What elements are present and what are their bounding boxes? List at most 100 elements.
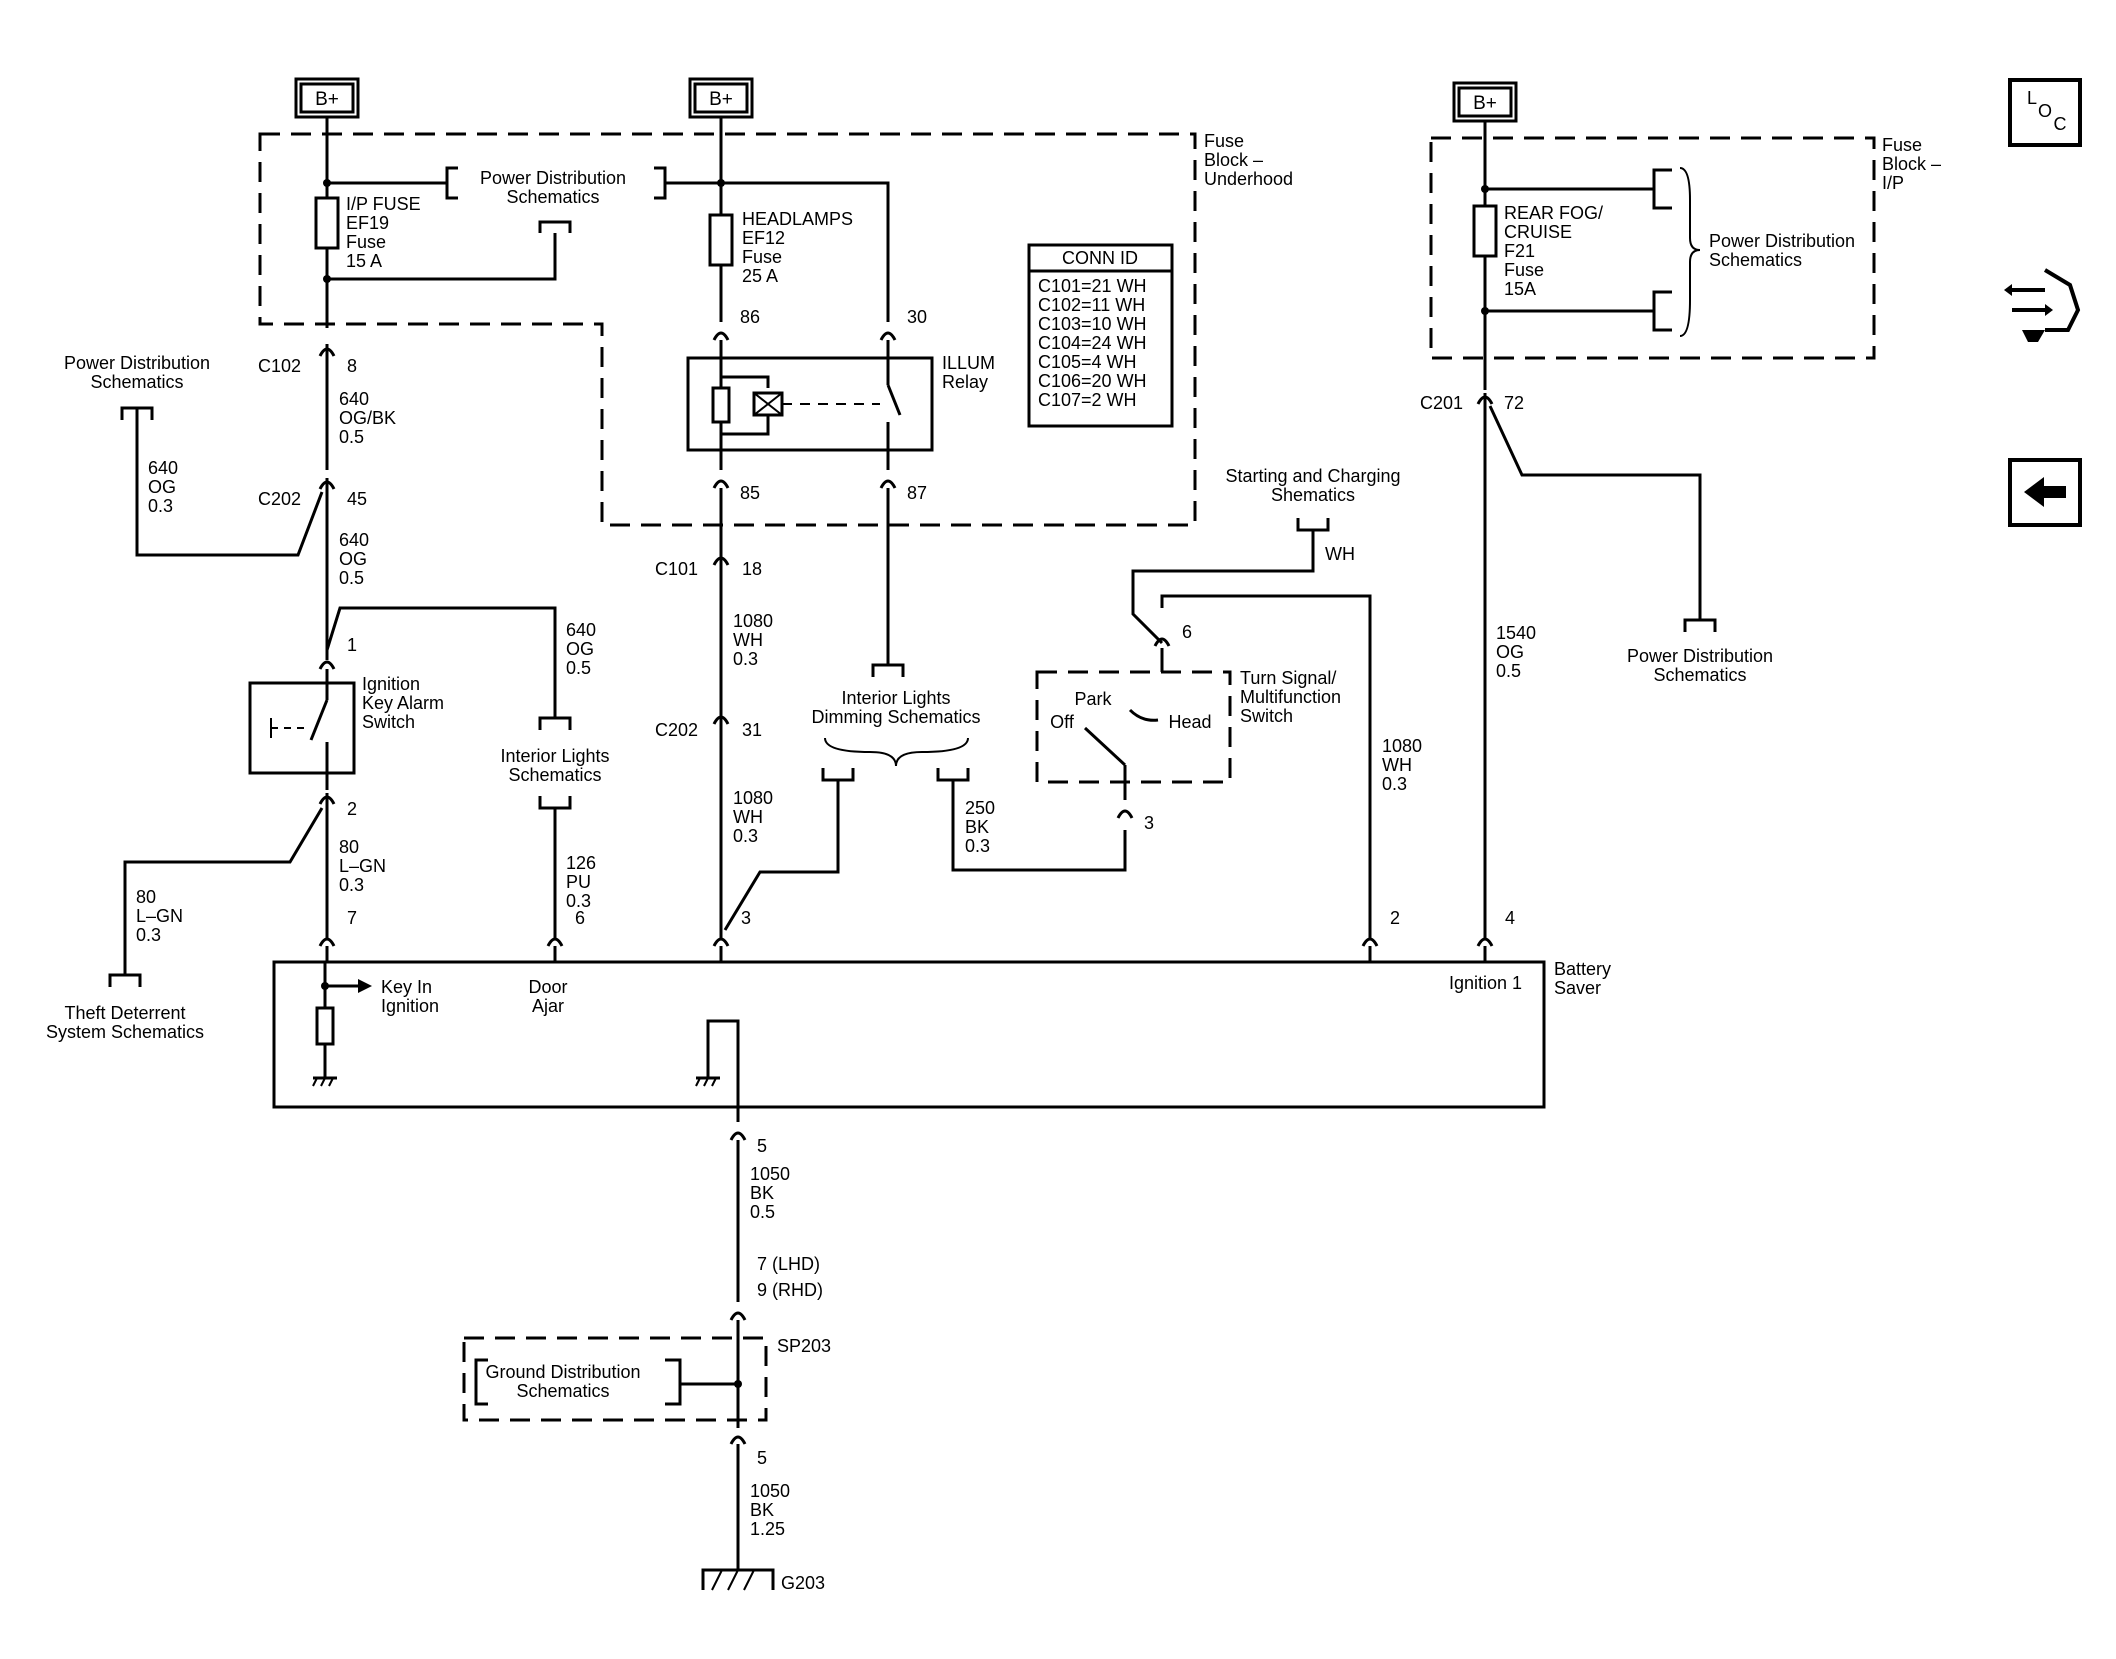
connector-tab: [821, 768, 855, 782]
connector-tab: [538, 220, 572, 233]
fuse-ef19-label-1: I/P FUSE: [346, 194, 421, 214]
wire-label: 80: [136, 887, 156, 907]
key-alarm-label-2: Key Alarm: [362, 693, 444, 713]
wire-label: OG: [1496, 642, 1524, 662]
wire-label: 640: [339, 389, 369, 409]
turn-signal-switch: [1035, 670, 1232, 784]
connector-tab: [936, 768, 970, 782]
pin-label: 7 (LHD): [757, 1254, 820, 1274]
wire-label: 0.5: [339, 427, 364, 447]
door-ajar-label-1: Door: [528, 977, 567, 997]
connector-view-button[interactable]: [2004, 268, 2081, 342]
pin-label: 4: [1505, 908, 1515, 928]
fuse-block-ip-label-2: Block –: [1882, 154, 1941, 174]
pin-label: 2: [1390, 908, 1400, 928]
wire-label: 1050: [750, 1481, 790, 1501]
power-distribution-ip-label-1: Power Distribution: [1709, 231, 1855, 251]
wire-640-og-interior: [325, 606, 557, 718]
turn-signal-label-2: Multifunction: [1240, 687, 1341, 707]
ignition1-label: Ignition 1: [1449, 973, 1522, 993]
terminal-bs-3: [712, 937, 730, 948]
pin-label: 87: [907, 483, 927, 503]
connector-plug-icon: [2004, 268, 2081, 342]
turn-signal-contact: [1128, 708, 1159, 722]
bplus-label: B+: [315, 89, 339, 110]
pin-label: 2: [347, 799, 357, 819]
pin-label: 3: [1144, 813, 1154, 833]
loc-letter: C: [2054, 114, 2067, 134]
connector-c102-label: C102: [258, 356, 301, 376]
wire-label: 0.3: [136, 925, 161, 945]
fuse-ef19-symbol: [314, 196, 340, 250]
wire-label: BK: [750, 1500, 774, 1520]
arrow-right-icon: [358, 979, 372, 993]
pin-label: 5: [757, 1448, 767, 1468]
back-button[interactable]: [2008, 458, 2082, 527]
key-in-resistor: [315, 1006, 335, 1046]
conn-id-row: C104=24 WH: [1038, 333, 1147, 353]
fuse-block-underhood-label-1: Fuse: [1204, 131, 1244, 151]
battery-saver-label-2: Saver: [1554, 978, 1601, 998]
connector-tab: [1652, 168, 1672, 210]
terminal-key-alarm-1: [318, 660, 336, 671]
relay-coil-cross: [753, 392, 783, 416]
connector-tab: [1296, 518, 1330, 532]
fuse-ef19-label-4: 15 A: [346, 251, 382, 271]
wire-label: WH: [733, 630, 763, 650]
battery-saver-module: [272, 960, 1546, 1109]
key-in-label-1: Key In: [381, 977, 432, 997]
terminal-turn-signal-3: [1116, 809, 1134, 820]
power-distribution-label-1: Power Distribution: [480, 168, 626, 188]
loc-button[interactable]: L O C: [2008, 78, 2082, 147]
pin-label: 30: [907, 307, 927, 327]
wire-label: 1080: [733, 788, 773, 808]
wire-wh-starting: [1131, 530, 1315, 645]
wire-to-power-distribution-right: [1488, 405, 1702, 620]
fuse-ef19-label-2: EF19: [346, 213, 389, 233]
wire-label: 0.5: [566, 658, 591, 678]
connector-c201-label: C201: [1420, 393, 1463, 413]
fuse-ef12-symbol: [708, 213, 734, 267]
interior-dimming-label-1: Interior Lights: [841, 688, 950, 708]
conn-id-row: C102=11 WH: [1038, 295, 1145, 315]
wire-label: 1.25: [750, 1519, 785, 1539]
terminal-bs-5: [729, 1131, 747, 1142]
brace: [1679, 167, 1701, 337]
switch-blade: [309, 699, 329, 741]
wire-label: 0.3: [339, 875, 364, 895]
wire-80-lgn-theft: [123, 807, 324, 975]
relay-resistor: [711, 386, 731, 424]
key-in-label-2: Ignition: [381, 996, 439, 1016]
ground-distribution-label-2: Schematics: [516, 1381, 609, 1401]
turn-signal-head: Head: [1168, 712, 1211, 732]
pin-label: 72: [1504, 393, 1524, 413]
loc-letter: O: [2038, 101, 2052, 121]
pin-label: 5: [757, 1136, 767, 1156]
pin-label: 6: [1182, 622, 1192, 642]
connector-tab: [871, 663, 905, 677]
wire-label: L–GN: [136, 906, 183, 926]
wire-label: 0.3: [733, 826, 758, 846]
pin-label: 7: [347, 908, 357, 928]
illum-relay: [686, 356, 934, 452]
wire-label: BK: [965, 817, 989, 837]
wire-250-bk: [951, 780, 1127, 872]
pin-label: 86: [740, 307, 760, 327]
wire-640-og-03: [135, 408, 324, 557]
conn-id-title: CONN ID: [1062, 248, 1138, 268]
wire-label: 1080: [1382, 736, 1422, 756]
connector-tab: [1652, 290, 1672, 332]
turn-signal-park: Park: [1074, 689, 1112, 709]
wire-relay-30-feed: [721, 181, 890, 322]
pin-label: 18: [742, 559, 762, 579]
wire-label: 640: [566, 620, 596, 640]
fuse-block-underhood-label-2: Block –: [1204, 150, 1263, 170]
relay-coil-lead: [719, 358, 770, 388]
internal-ground-lead: [706, 1019, 740, 1107]
connector-c202-label: C202: [258, 489, 301, 509]
turn-signal-label-1: Turn Signal/: [1240, 668, 1336, 688]
power-distribution-right-label-2: Schematics: [1653, 665, 1746, 685]
fuse-ef12-label-1: HEADLAMPS: [742, 209, 853, 229]
fuse-ef12-label-2: EF12: [742, 228, 785, 248]
theft-deterrent-label-1: Theft Deterrent: [64, 1003, 185, 1023]
